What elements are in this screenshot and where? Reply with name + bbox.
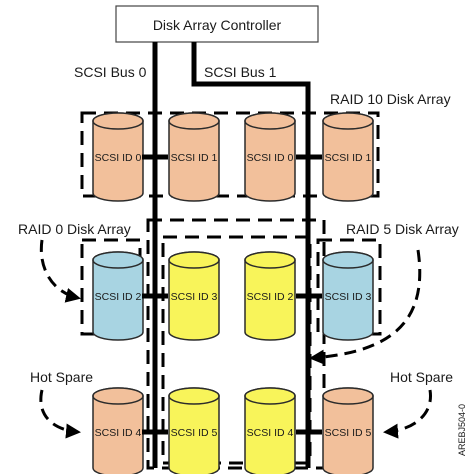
disk-r2-c1: SCSI ID 2	[92, 251, 144, 341]
raid5-group-box-outer	[146, 218, 326, 470]
bus1-label: SCSI Bus 1	[204, 64, 277, 80]
disk-label: SCSI ID 3	[171, 291, 218, 303]
disk-cylinder-top	[244, 112, 296, 130]
controller-box	[115, 5, 319, 43]
disk-r3-c4: SCSI ID 5	[322, 387, 374, 474]
disk-cylinder-top	[92, 387, 144, 405]
raid10-array-box	[80, 111, 380, 198]
disk-r3-c1: SCSI ID 4	[92, 387, 144, 474]
disk-r3-c2: SCSI ID 5	[168, 387, 220, 474]
disk-r1-c2: SCSI ID 1	[168, 112, 220, 202]
bus0-label: SCSI Bus 0	[74, 64, 147, 80]
disk-r2-c2: SCSI ID 3	[168, 251, 220, 341]
disk-cylinder-top	[168, 251, 220, 269]
raid5-group-box-inner	[161, 235, 312, 465]
disk-r2-c3: SCSI ID 2	[244, 251, 296, 341]
scsi-bus-1-line	[191, 42, 311, 468]
raid10-label: RAID 10 Disk Array	[330, 91, 451, 107]
raid0-arrow	[39, 239, 81, 303]
disk-cylinder-top	[92, 112, 144, 130]
hot-spare-left-arrow	[39, 389, 81, 439]
disk-label: SCSI ID 1	[325, 152, 372, 164]
disk-label: SCSI ID 4	[95, 427, 142, 439]
disk-label: SCSI ID 5	[171, 427, 218, 439]
controller-label: Disk Array Controller	[153, 17, 282, 33]
disk-cylinder-top	[168, 387, 220, 405]
raid0-label: RAID 0 Disk Array	[18, 221, 131, 237]
figure-code: AREBJ504-0	[457, 404, 467, 456]
disk-r1-c1: SCSI ID 0	[92, 112, 144, 202]
disk-label: SCSI ID 0	[247, 152, 294, 164]
raid5-arrow	[309, 249, 422, 365]
disk-cylinder-top	[322, 387, 374, 405]
disk-r3-c3: SCSI ID 4	[244, 387, 296, 474]
disk-cylinder-top	[322, 112, 374, 130]
hot-spare-right-label: Hot Spare	[390, 369, 453, 385]
disks-layer: SCSI ID 0 SCSI ID 1 SCSI ID 0 SCSI ID 1 SCSI…	[92, 112, 374, 474]
disk-label: SCSI ID 4	[247, 427, 294, 439]
disk-r1-c4: SCSI ID 1	[322, 112, 374, 202]
disk-label: SCSI ID 0	[95, 152, 142, 164]
disk-cylinder-top	[244, 387, 296, 405]
disk-label: SCSI ID 2	[247, 291, 294, 303]
disk-cylinder-top	[92, 251, 144, 269]
disk-label: SCSI ID 5	[325, 427, 372, 439]
disk-label: SCSI ID 1	[171, 152, 218, 164]
disk-label: SCSI ID 2	[95, 291, 142, 303]
hot-spare-left-label: Hot Spare	[30, 369, 93, 385]
disk-cylinder-top	[322, 251, 374, 269]
disk-r1-c3: SCSI ID 0	[244, 112, 296, 202]
disk-r2-c4: SCSI ID 3	[322, 251, 374, 341]
disk-label: SCSI ID 3	[325, 291, 372, 303]
hot-spare-right-arrow	[383, 389, 432, 439]
disk-cylinder-top	[168, 112, 220, 130]
disk-cylinder-top	[244, 251, 296, 269]
raid5-label: RAID 5 Disk Array	[346, 221, 459, 237]
